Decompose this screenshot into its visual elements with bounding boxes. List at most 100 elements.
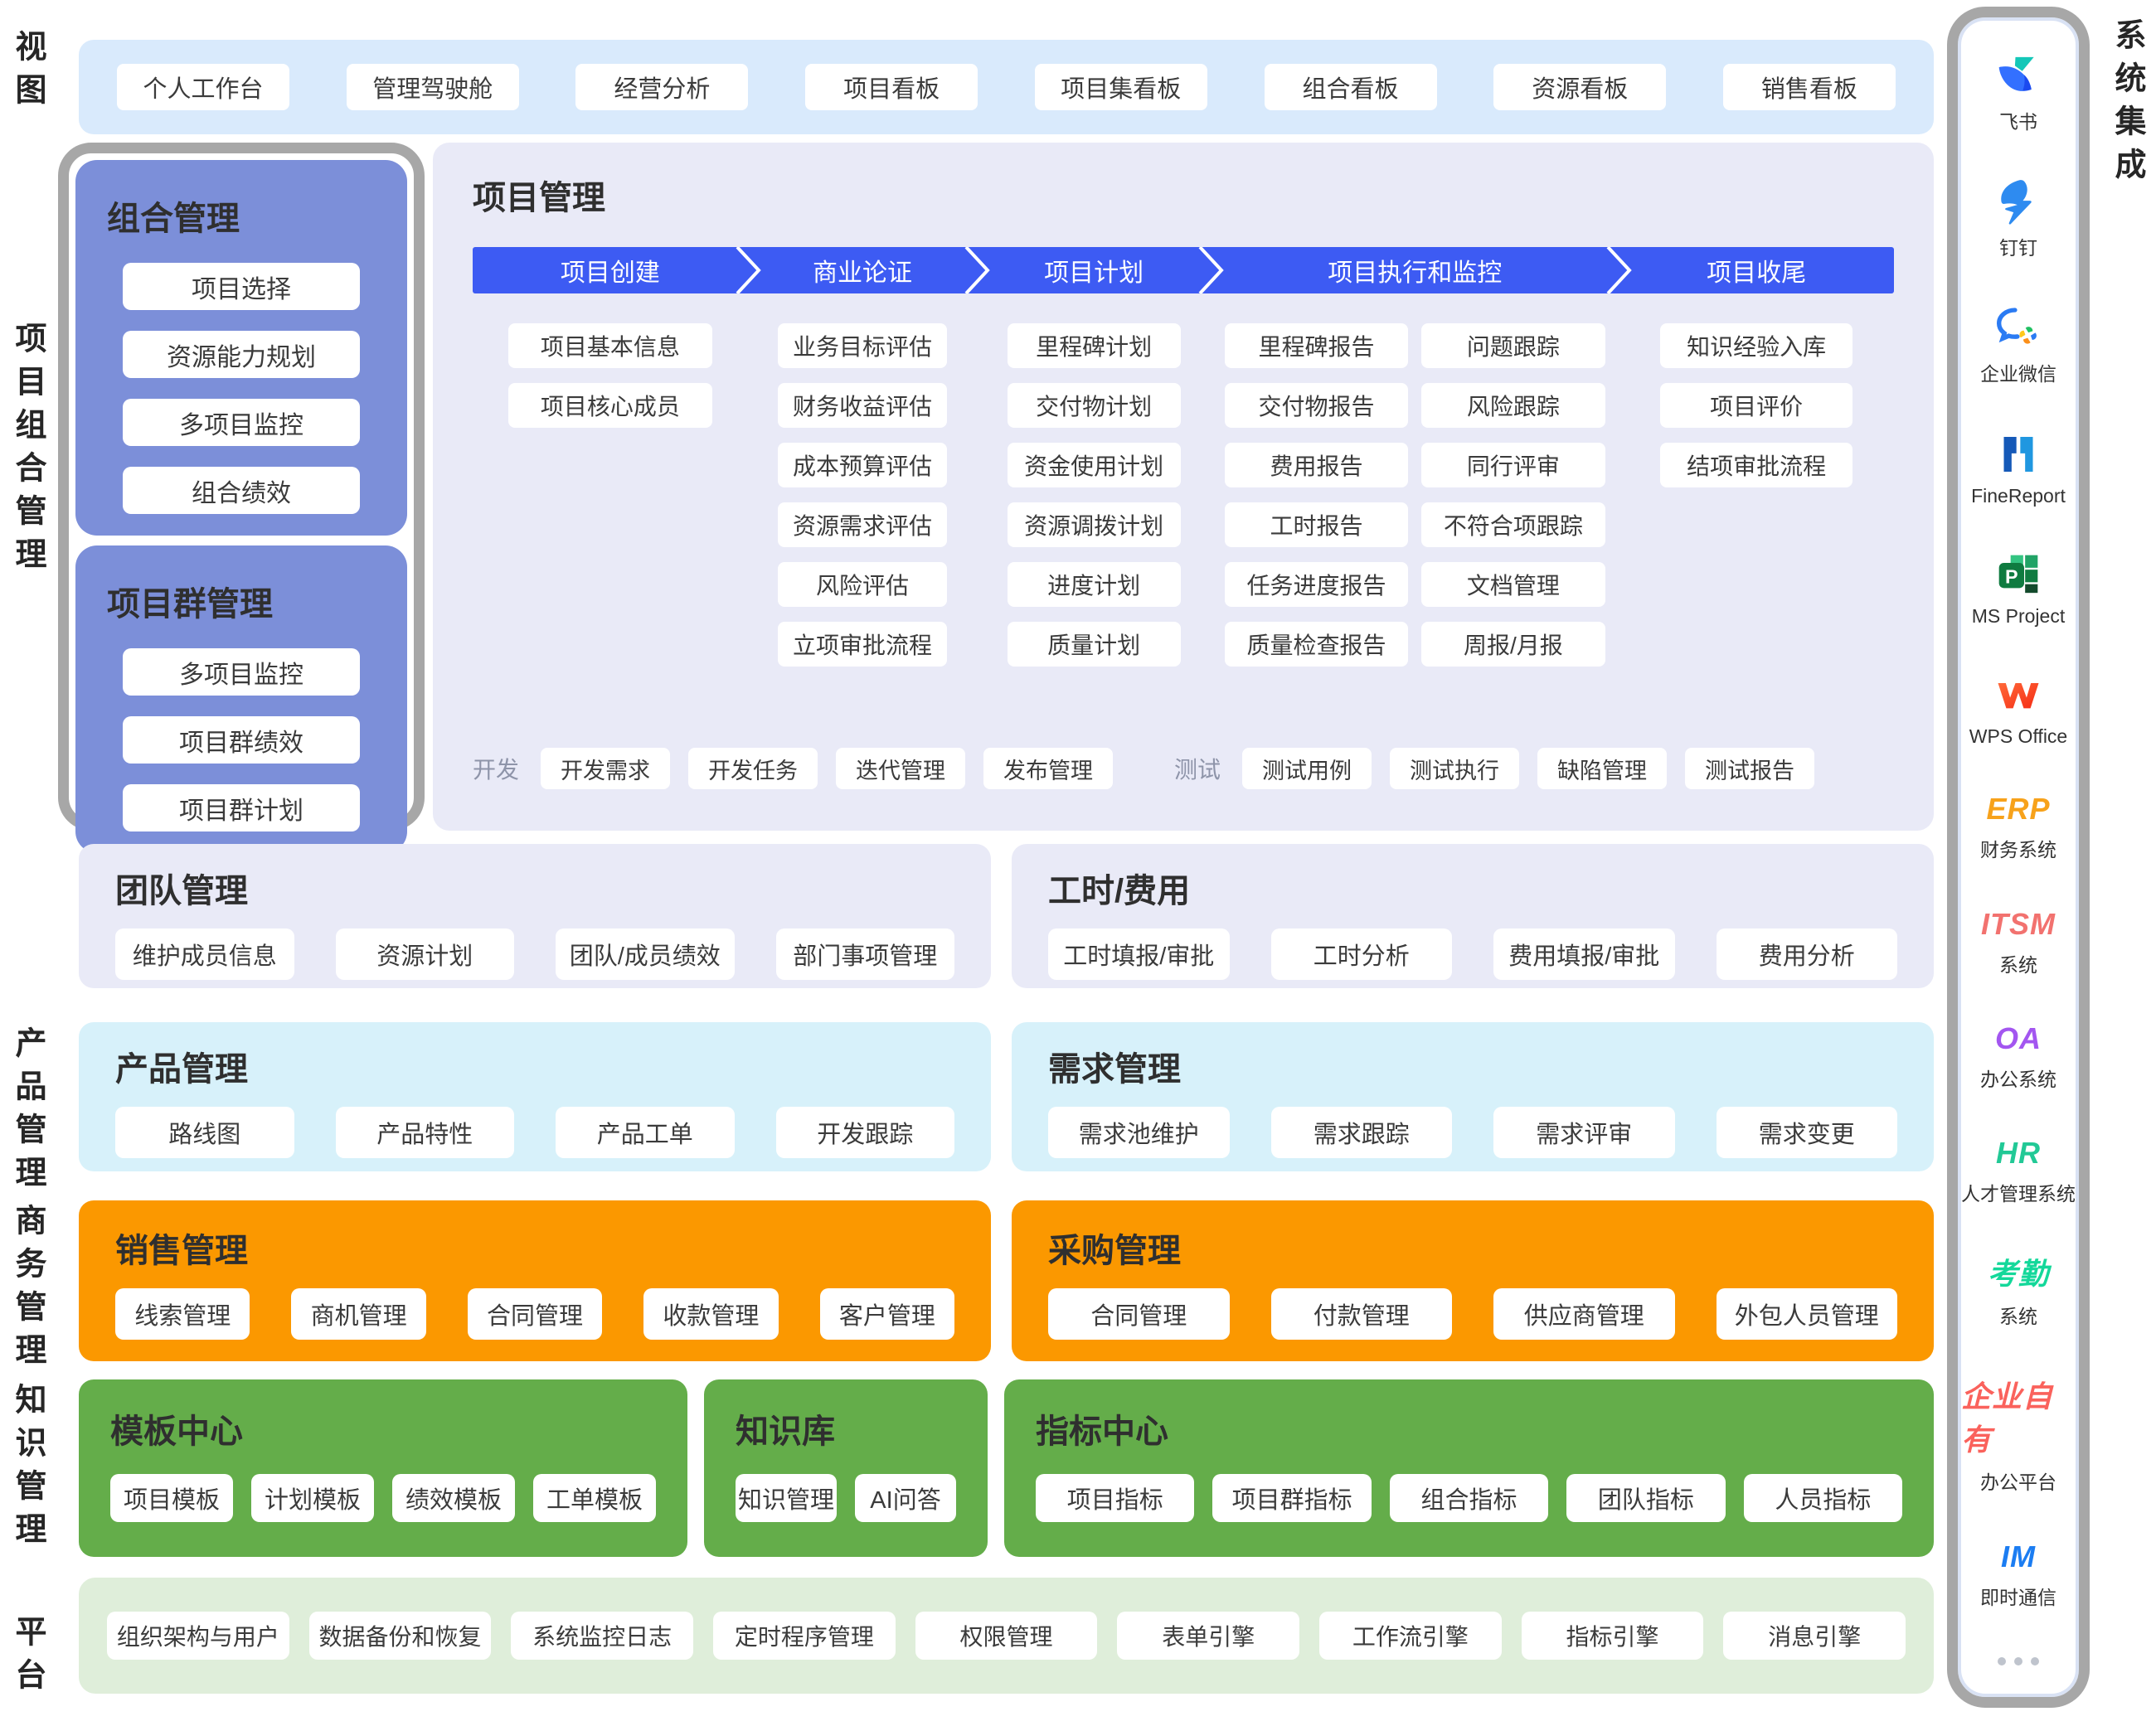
module-chip[interactable]: 项目群绩效 — [123, 716, 360, 764]
module-chip[interactable]: 质量计划 — [1007, 622, 1181, 667]
module-chip[interactable]: 部门事项管理 — [775, 928, 954, 980]
module-chip[interactable]: 人员指标 — [1743, 1474, 1903, 1522]
module-chip[interactable]: 项目核心成员 — [508, 383, 712, 428]
module-chip[interactable]: 计划模板 — [251, 1474, 374, 1522]
module-chip[interactable]: 费用分析 — [1716, 928, 1897, 980]
module-chip[interactable]: 维护成员信息 — [115, 928, 294, 980]
module-chip[interactable]: 需求评审 — [1493, 1107, 1675, 1158]
module-chip[interactable]: 产品特性 — [335, 1107, 514, 1158]
module-chip[interactable]: 产品工单 — [556, 1107, 735, 1158]
module-chip[interactable]: 消息引擎 — [1723, 1612, 1906, 1660]
module-chip[interactable]: 工单模板 — [533, 1474, 656, 1522]
module-chip[interactable]: 资源需求评估 — [777, 502, 948, 547]
view-item[interactable]: 项目看板 — [805, 64, 978, 110]
module-chip[interactable]: 费用报告 — [1224, 443, 1409, 487]
module-chip[interactable]: 交付物报告 — [1224, 383, 1409, 428]
module-chip[interactable]: 立项审批流程 — [777, 622, 948, 667]
module-chip[interactable]: 定时程序管理 — [713, 1612, 896, 1660]
module-chip[interactable]: 成本预算评估 — [777, 443, 948, 487]
module-chip[interactable]: 合同管理 — [467, 1288, 603, 1340]
module-chip[interactable]: 收款管理 — [643, 1288, 779, 1340]
module-chip[interactable]: 文档管理 — [1421, 562, 1605, 607]
module-chip[interactable]: 团队指标 — [1566, 1474, 1726, 1522]
module-chip[interactable]: 指标引擎 — [1521, 1612, 1704, 1660]
module-chip[interactable]: 风险评估 — [777, 562, 948, 607]
module-chip[interactable]: 项目选择 — [123, 263, 360, 310]
module-chip[interactable]: 资源能力规划 — [123, 331, 360, 378]
view-item[interactable]: 个人工作台 — [117, 64, 289, 110]
module-chip[interactable]: 缺陷管理 — [1537, 748, 1668, 789]
module-chip[interactable]: 费用填报/审批 — [1493, 928, 1675, 980]
module-chip[interactable]: 开发任务 — [688, 748, 818, 789]
module-chip[interactable]: 测试用例 — [1242, 748, 1372, 789]
module-chip[interactable]: 任务进度报告 — [1224, 562, 1409, 607]
module-chip[interactable]: 工时分析 — [1270, 928, 1452, 980]
panel-title: 项目管理 — [473, 180, 605, 216]
module-chip[interactable]: 问题跟踪 — [1421, 323, 1605, 368]
module-chip[interactable]: 商机管理 — [291, 1288, 426, 1340]
module-chip[interactable]: 测试执行 — [1390, 748, 1520, 789]
view-item[interactable]: 资源看板 — [1493, 64, 1667, 110]
module-chip[interactable]: 系统监控日志 — [511, 1612, 694, 1660]
module-chip[interactable]: 同行评审 — [1421, 443, 1605, 487]
module-chip[interactable]: 进度计划 — [1007, 562, 1181, 607]
module-chip[interactable]: 测试报告 — [1685, 748, 1815, 789]
module-chip[interactable]: 组合绩效 — [123, 467, 360, 514]
module-chip[interactable]: 迭代管理 — [836, 748, 966, 789]
module-chip[interactable]: 绩效模板 — [392, 1474, 515, 1522]
module-chip[interactable]: 多项目监控 — [123, 399, 360, 446]
module-chip[interactable]: 开发跟踪 — [775, 1107, 954, 1158]
integration-item: WPS Office — [1969, 671, 2067, 748]
module-chip[interactable]: 多项目监控 — [123, 648, 360, 696]
module-chip[interactable]: 路线图 — [115, 1107, 294, 1158]
module-chip[interactable]: 组合指标 — [1389, 1474, 1549, 1522]
module-chip[interactable]: 项目群指标 — [1212, 1474, 1372, 1522]
view-item[interactable]: 组合看板 — [1264, 64, 1437, 110]
module-chip[interactable]: 项目评价 — [1660, 383, 1853, 428]
view-item[interactable]: 销售看板 — [1722, 64, 1896, 110]
module-chip[interactable]: 资源调拨计划 — [1007, 502, 1181, 547]
module-chip[interactable]: 发布管理 — [983, 748, 1114, 789]
module-chip[interactable]: 组织架构与用户 — [107, 1612, 289, 1660]
module-chip[interactable]: 需求跟踪 — [1270, 1107, 1452, 1158]
module-chip[interactable]: 里程碑计划 — [1007, 323, 1181, 368]
module-chip[interactable]: 财务收益评估 — [777, 383, 948, 428]
module-chip[interactable]: 业务目标评估 — [777, 323, 948, 368]
module-chip[interactable]: 开发需求 — [541, 748, 671, 789]
module-chip[interactable]: 里程碑报告 — [1224, 323, 1409, 368]
module-chip[interactable]: 工时报告 — [1224, 502, 1409, 547]
module-chip[interactable]: 需求池维护 — [1048, 1107, 1230, 1158]
module-chip[interactable]: AI问答 — [855, 1474, 956, 1522]
module-chip[interactable]: 工作流引擎 — [1319, 1612, 1502, 1660]
module-chip[interactable]: 交付物计划 — [1007, 383, 1181, 428]
module-chip[interactable]: 权限管理 — [915, 1612, 1098, 1660]
module-chip[interactable]: 不符合项跟踪 — [1421, 502, 1605, 547]
integration-label: 人才管理系统 — [1961, 1182, 2076, 1205]
module-chip[interactable]: 知识经验入库 — [1660, 323, 1853, 368]
module-chip[interactable]: 供应商管理 — [1493, 1288, 1675, 1340]
module-chip[interactable]: 需求变更 — [1716, 1107, 1897, 1158]
view-item[interactable]: 项目集看板 — [1034, 64, 1207, 110]
module-chip[interactable]: 项目模板 — [110, 1474, 233, 1522]
module-chip[interactable]: 项目基本信息 — [508, 323, 712, 368]
view-item[interactable]: 管理驾驶舱 — [346, 64, 519, 110]
module-chip[interactable]: 资源计划 — [335, 928, 514, 980]
module-chip[interactable]: 周报/月报 — [1421, 622, 1605, 667]
module-chip[interactable]: 资金使用计划 — [1007, 443, 1181, 487]
module-chip[interactable]: 质量检查报告 — [1224, 622, 1409, 667]
module-chip[interactable]: 结项审批流程 — [1660, 443, 1853, 487]
module-chip[interactable]: 表单引擎 — [1117, 1612, 1300, 1660]
module-chip[interactable]: 知识管理 — [736, 1474, 837, 1522]
module-chip[interactable]: 项目群计划 — [123, 784, 360, 831]
module-chip[interactable]: 团队/成员绩效 — [556, 928, 735, 980]
module-chip[interactable]: 付款管理 — [1270, 1288, 1452, 1340]
view-item[interactable]: 经营分析 — [575, 64, 749, 110]
module-chip[interactable]: 线索管理 — [115, 1288, 250, 1340]
module-chip[interactable]: 工时填报/审批 — [1048, 928, 1230, 980]
module-chip[interactable]: 合同管理 — [1048, 1288, 1230, 1340]
module-chip[interactable]: 客户管理 — [819, 1288, 955, 1340]
module-chip[interactable]: 外包人员管理 — [1716, 1288, 1897, 1340]
module-chip[interactable]: 项目指标 — [1036, 1474, 1195, 1522]
module-chip[interactable]: 风险跟踪 — [1421, 383, 1605, 428]
module-chip[interactable]: 数据备份和恢复 — [308, 1612, 492, 1660]
